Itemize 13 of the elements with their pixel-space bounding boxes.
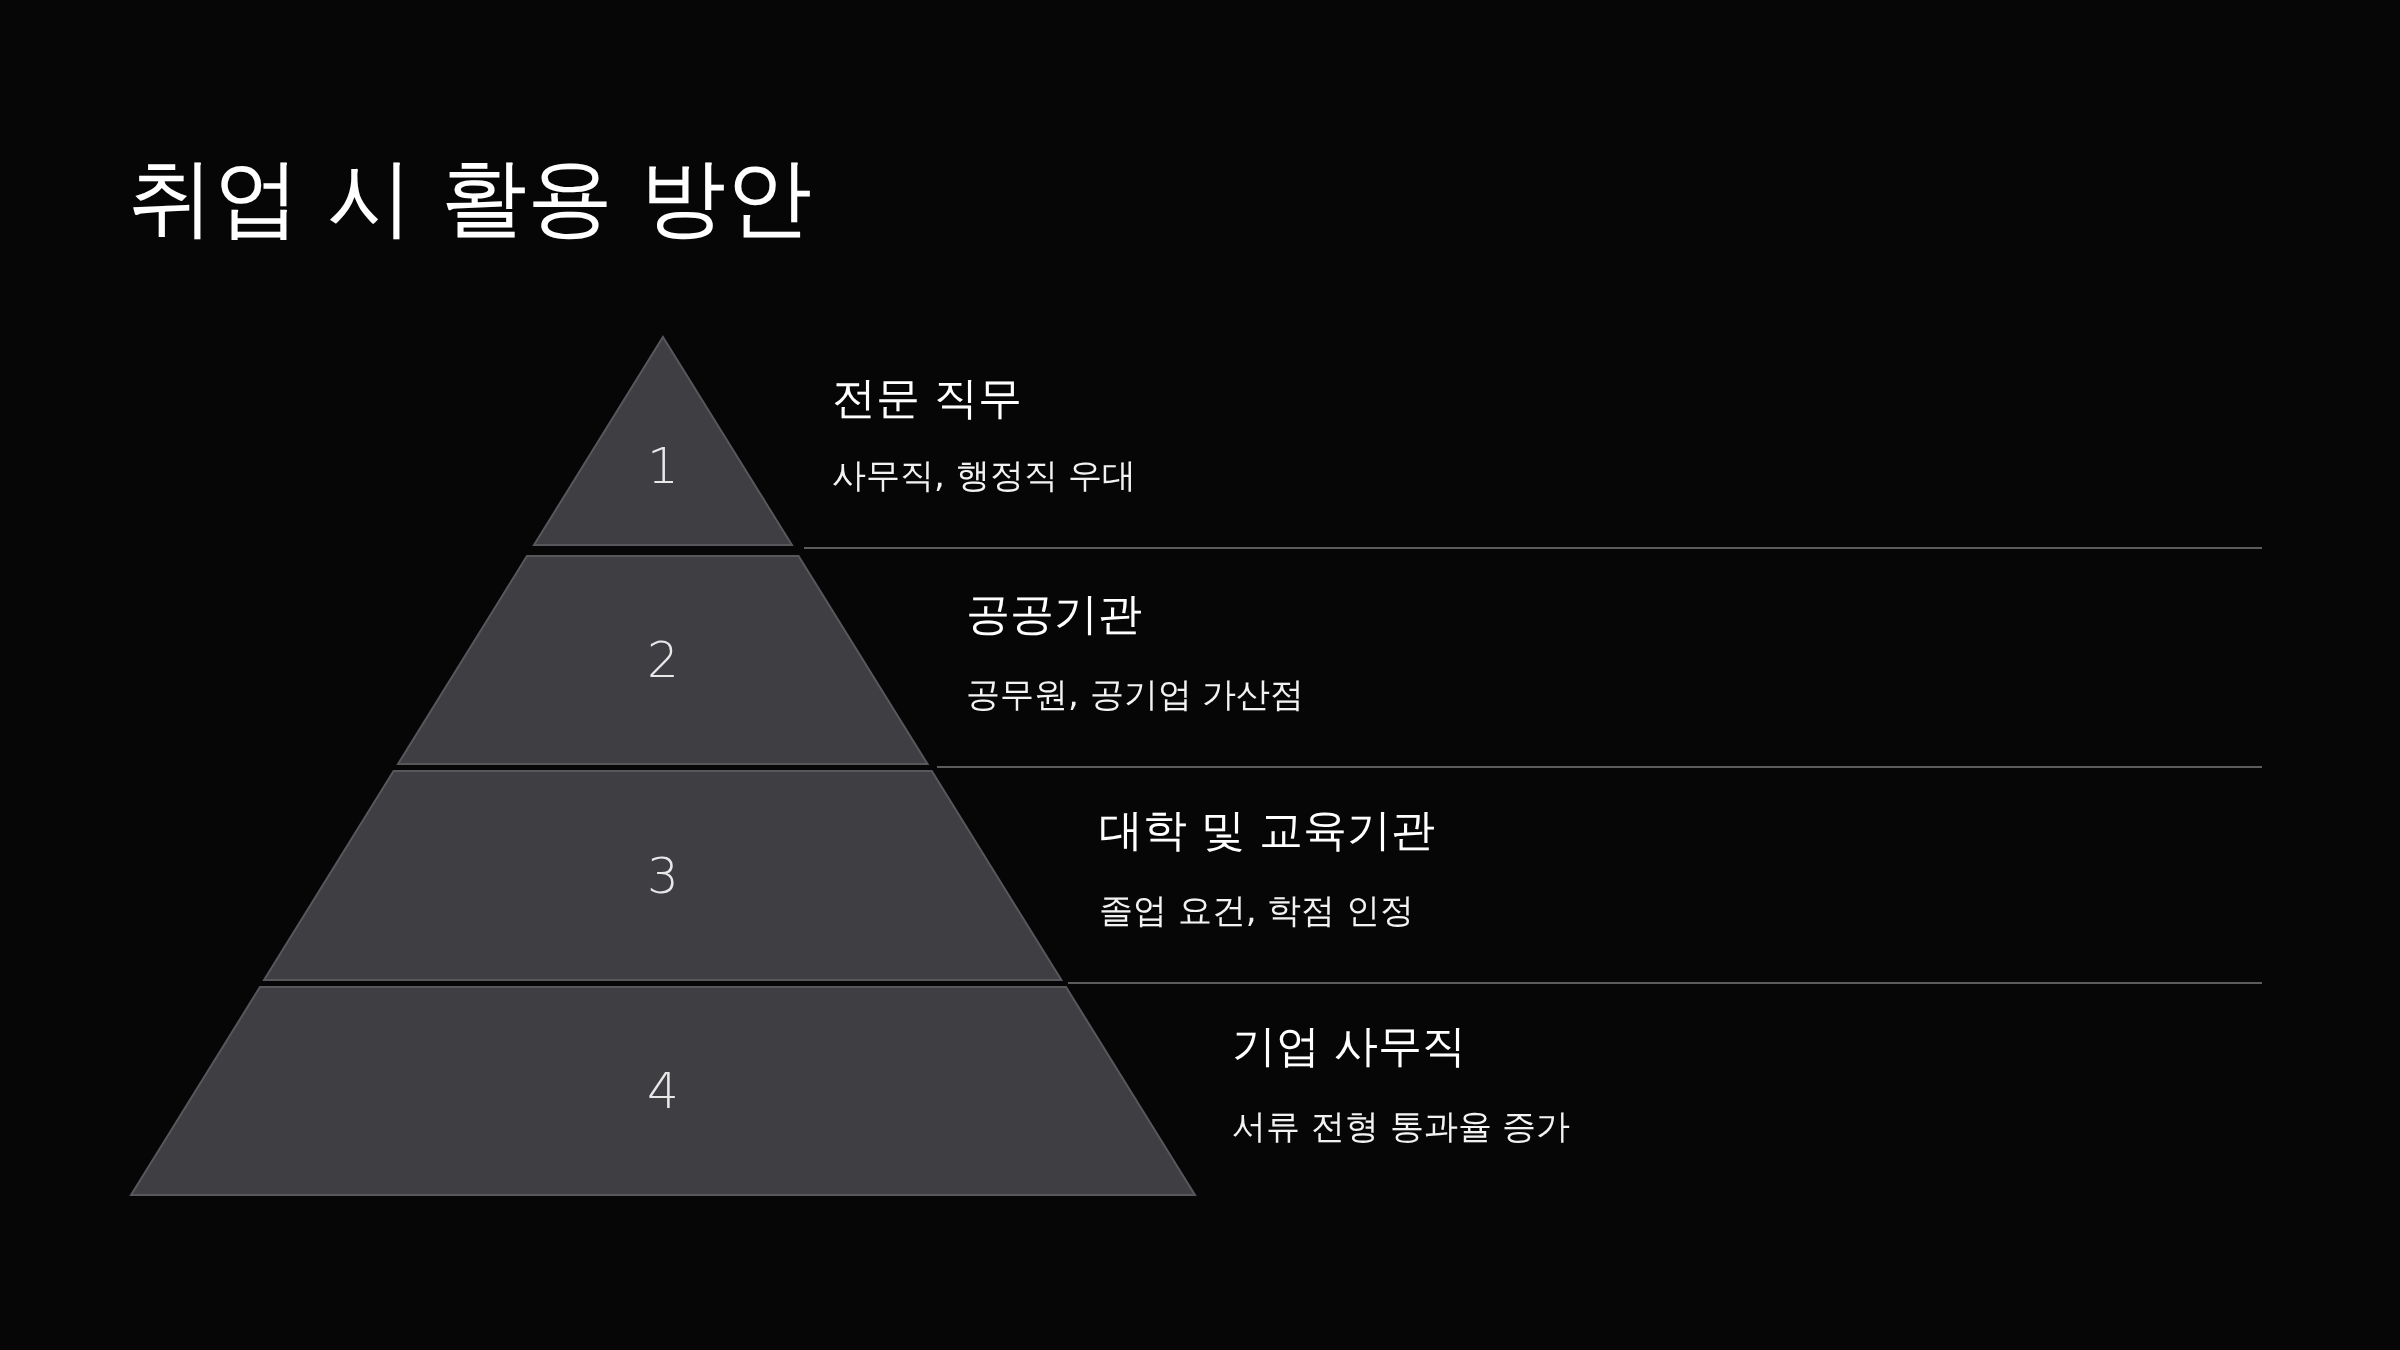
tier-heading: 대학 및 교육기관 [1099,804,1435,857]
tier-number: 4 [647,1066,679,1116]
tier-description: 졸업 요건, 학점 인정 [1099,890,1415,931]
tier-number: 3 [647,850,679,901]
tier-description: 공무원, 공기업 가산점 [966,674,1305,715]
tier-heading: 전문 직무 [832,372,1022,425]
tier-heading: 공공기관 [966,588,1142,641]
tier-number: 1 [647,440,679,491]
tier-description: 사무직, 행정직 우대 [832,455,1137,496]
tier-heading: 기업 사무직 [1232,1020,1466,1073]
tier-description: 서류 전형 통과율 증가 [1232,1106,1571,1147]
slide-title: 취업 시 활용 방안 [128,148,812,247]
tier-number: 2 [647,635,679,685]
